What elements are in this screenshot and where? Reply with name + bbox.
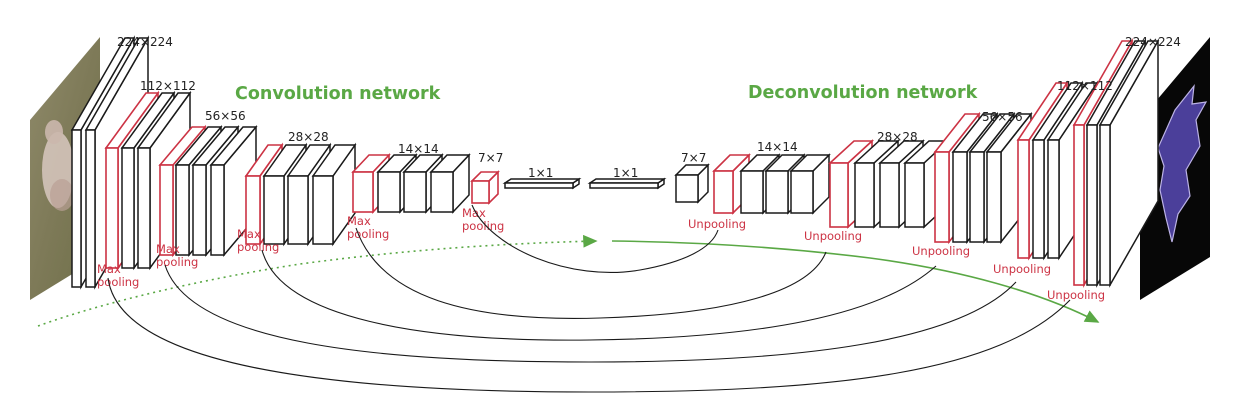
feature-map-fc-1 (502, 177, 582, 190)
size-label-dec-7: 7×7 (681, 151, 706, 165)
max-pooling-label-3: Max pooling (237, 227, 279, 254)
svg-text:Max: Max (97, 262, 121, 276)
size-label-dec-28: 28×28 (877, 130, 918, 144)
feature-map-blocks (70, 35, 1160, 290)
svg-text:Max: Max (237, 227, 261, 241)
size-label-dec-224: 224×224 (1125, 35, 1181, 49)
max-pooling-label-5: Max pooling (462, 206, 504, 233)
svg-text:Max: Max (462, 206, 486, 220)
information-flow-arrows (37, 234, 1100, 327)
size-label-enc-224: 224×224 (117, 35, 173, 49)
svg-text:pooling: pooling (237, 240, 279, 254)
svg-text:pooling: pooling (156, 255, 198, 269)
feature-map-dec-224-b (1098, 38, 1160, 288)
deconvolution-network-title: Deconvolution network (748, 83, 978, 103)
svg-text:Max: Max (156, 242, 180, 256)
size-label-dec-14: 14×14 (757, 140, 798, 154)
convolution-network-title: Convolution network (235, 84, 441, 104)
size-label-enc-28: 28×28 (288, 130, 329, 144)
pooling-switch-connections (107, 204, 1071, 393)
unpooling-label-5: Unpooling (1047, 288, 1105, 302)
feature-map-dec-14-c (789, 153, 831, 215)
feature-map-enc-14-c (429, 153, 471, 214)
svg-text:Max: Max (347, 214, 371, 228)
unpooling-label-2: Unpooling (804, 229, 862, 243)
svg-text:pooling: pooling (97, 275, 139, 289)
max-pooling-label-2: Max pooling (156, 242, 198, 269)
feature-map-enc-28-c (311, 142, 357, 247)
svg-text:pooling: pooling (347, 227, 389, 241)
size-label-enc-7: 7×7 (478, 151, 503, 165)
feature-map-fc-2 (587, 177, 667, 190)
feature-map-enc-7-pool (470, 170, 500, 205)
size-label-dec-112: 112×112 (1057, 79, 1113, 93)
unpooling-label-1: Unpooling (688, 217, 746, 231)
size-label-dec-56: 56×56 (982, 110, 1023, 124)
size-label-fc-2: 1×1 (613, 166, 638, 180)
unpooling-label-3: Unpooling (912, 244, 970, 258)
size-label-enc-14: 14×14 (398, 142, 439, 156)
size-label-fc-1: 1×1 (528, 166, 553, 180)
size-label-enc-56: 56×56 (205, 109, 246, 123)
feature-map-dec-7 (674, 163, 710, 204)
size-label-enc-112: 112×112 (140, 79, 196, 93)
max-pooling-label-4: Max pooling (347, 214, 389, 241)
unpooling-label-4: Unpooling (993, 262, 1051, 276)
svg-text:pooling: pooling (462, 219, 504, 233)
